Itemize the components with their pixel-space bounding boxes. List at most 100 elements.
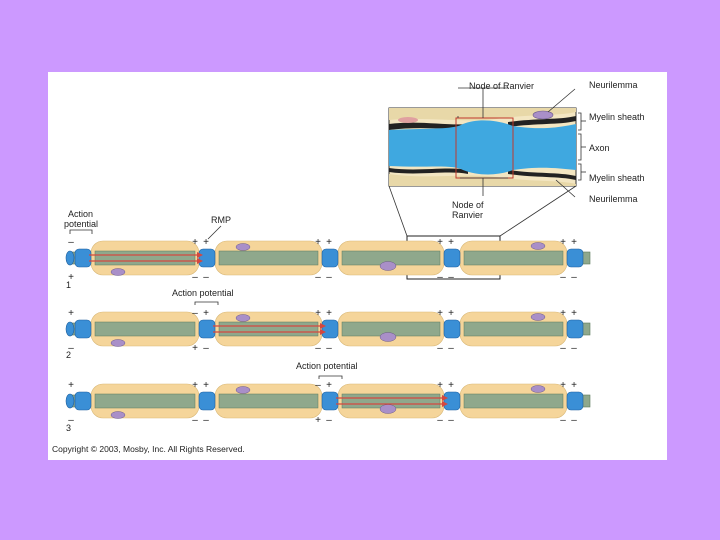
node-of-ranvier xyxy=(443,391,461,411)
membrane-sign-bottom: – xyxy=(560,343,566,354)
membrane-sign-bottom: – xyxy=(68,343,74,354)
schwann-nucleus xyxy=(235,386,251,394)
local-current-arrowhead xyxy=(320,323,326,329)
membrane-sign-bottom: – xyxy=(315,343,321,354)
membrane-sign-bottom: – xyxy=(437,272,443,283)
schwann-nucleus xyxy=(530,385,546,393)
node-of-ranvier xyxy=(321,391,339,411)
membrane-sign-bottom: – xyxy=(571,272,577,283)
label-neurilemma-top: Neurilemma xyxy=(589,80,638,90)
membrane-sign-top: + xyxy=(437,308,443,319)
myelin-axon-window xyxy=(94,393,196,409)
membrane-sign-bottom: – xyxy=(203,272,209,283)
label-node-of-ranvier-bottom-1: Node of xyxy=(452,200,484,210)
membrane-sign-top: + xyxy=(448,380,454,391)
membrane-sign-bottom: – xyxy=(192,415,198,426)
schwann-nucleus xyxy=(110,339,126,347)
membrane-sign-top: + xyxy=(437,237,443,248)
node-of-ranvier xyxy=(566,319,584,339)
schwann-nucleus xyxy=(379,332,397,342)
schwann-nucleus xyxy=(379,404,397,414)
membrane-sign-top: + xyxy=(437,380,443,391)
membrane-sign-top: + xyxy=(560,237,566,248)
membrane-sign-top: + xyxy=(326,308,332,319)
node-of-ranvier xyxy=(198,248,216,268)
node-of-ranvier xyxy=(198,319,216,339)
membrane-sign-top: + xyxy=(68,380,74,391)
membrane-sign-bottom: – xyxy=(448,343,454,354)
membrane-sign-top: + xyxy=(203,308,209,319)
schwann-nucleus xyxy=(110,411,126,419)
node-of-ranvier xyxy=(74,319,92,339)
membrane-sign-bottom: – xyxy=(315,272,321,283)
inset-leader-lines xyxy=(388,87,586,237)
myelin-axon-window xyxy=(94,321,196,337)
myelin-axon-window xyxy=(218,250,319,266)
membrane-sign-top: + xyxy=(448,308,454,319)
schwann-nucleus xyxy=(235,314,251,322)
axon-end-cap xyxy=(65,393,75,409)
local-current-arrowhead xyxy=(197,258,203,264)
membrane-sign-top: + xyxy=(203,380,209,391)
node-of-ranvier xyxy=(566,391,584,411)
membrane-sign-top: + xyxy=(192,237,198,248)
schwann-nucleus xyxy=(235,243,251,251)
local-current-arrowhead xyxy=(197,252,203,258)
micrograph-inset xyxy=(388,107,577,187)
node-of-ranvier xyxy=(321,319,339,339)
axon-rows: –++–+–+–+–+–+–+–+–+––++–+–+–+–+–+–+–+–+–… xyxy=(65,237,591,426)
membrane-sign-bottom: + xyxy=(192,343,198,354)
membrane-sign-top: – xyxy=(68,237,74,248)
axon-end-cap xyxy=(65,250,75,266)
membrane-sign-bottom: – xyxy=(68,415,74,426)
schwann-nucleus xyxy=(110,268,126,276)
schwann-nucleus xyxy=(530,242,546,250)
myelinated-axon-diagram: Node of Ranvier Neurilemma Myelin sheath… xyxy=(52,80,645,454)
membrane-sign-bottom: – xyxy=(326,343,332,354)
membrane-sign-bottom: – xyxy=(326,415,332,426)
membrane-sign-bottom: – xyxy=(560,415,566,426)
copyright-notice: Copyright © 2003, Mosby, Inc. All Rights… xyxy=(52,444,245,454)
membrane-sign-top: + xyxy=(203,237,209,248)
label-rmp: RMP xyxy=(211,215,231,225)
membrane-sign-top: + xyxy=(326,237,332,248)
row-number-2: 2 xyxy=(66,350,71,360)
myelin-axon-window xyxy=(218,393,319,409)
node-of-ranvier xyxy=(443,319,461,339)
node-of-ranvier xyxy=(566,248,584,268)
local-current-arrowhead xyxy=(442,395,448,401)
membrane-sign-bottom: – xyxy=(437,343,443,354)
membrane-sign-bottom: – xyxy=(437,415,443,426)
local-current-arrowhead xyxy=(442,401,448,407)
schwann-nucleus xyxy=(530,313,546,321)
membrane-sign-top: + xyxy=(560,380,566,391)
schwann-nucleus xyxy=(379,261,397,271)
label-myelin-sheath-top: Myelin sheath xyxy=(589,112,645,122)
membrane-sign-top: + xyxy=(571,237,577,248)
membrane-sign-top: + xyxy=(560,308,566,319)
label-action-potential-2: Action potential xyxy=(172,288,234,298)
label-axon: Axon xyxy=(589,143,610,153)
node-of-ranvier xyxy=(198,391,216,411)
membrane-sign-top: + xyxy=(571,308,577,319)
axon-end-cap xyxy=(65,321,75,337)
myelin-axon-window xyxy=(463,250,564,266)
membrane-sign-bottom: – xyxy=(203,415,209,426)
label-myelin-sheath-bottom: Myelin sheath xyxy=(589,173,645,183)
membrane-sign-top: + xyxy=(192,380,198,391)
local-current-arrowhead xyxy=(320,329,326,335)
membrane-sign-top: + xyxy=(448,237,454,248)
row-number-3: 3 xyxy=(66,423,71,433)
label-node-of-ranvier-bottom-2: Ranvier xyxy=(452,210,483,220)
myelin-axon-window xyxy=(218,321,319,337)
membrane-sign-top: + xyxy=(68,308,74,319)
node-of-ranvier xyxy=(321,248,339,268)
label-node-of-ranvier-top: Node of Ranvier xyxy=(469,81,534,91)
label-action-potential-1-line2: potential xyxy=(64,219,98,229)
membrane-sign-bottom: – xyxy=(326,272,332,283)
membrane-sign-bottom: – xyxy=(448,415,454,426)
figure-panel: Node of Ranvier Neurilemma Myelin sheath… xyxy=(48,72,667,460)
membrane-sign-top: + xyxy=(315,237,321,248)
node-of-ranvier xyxy=(74,391,92,411)
membrane-sign-top: + xyxy=(326,380,332,391)
